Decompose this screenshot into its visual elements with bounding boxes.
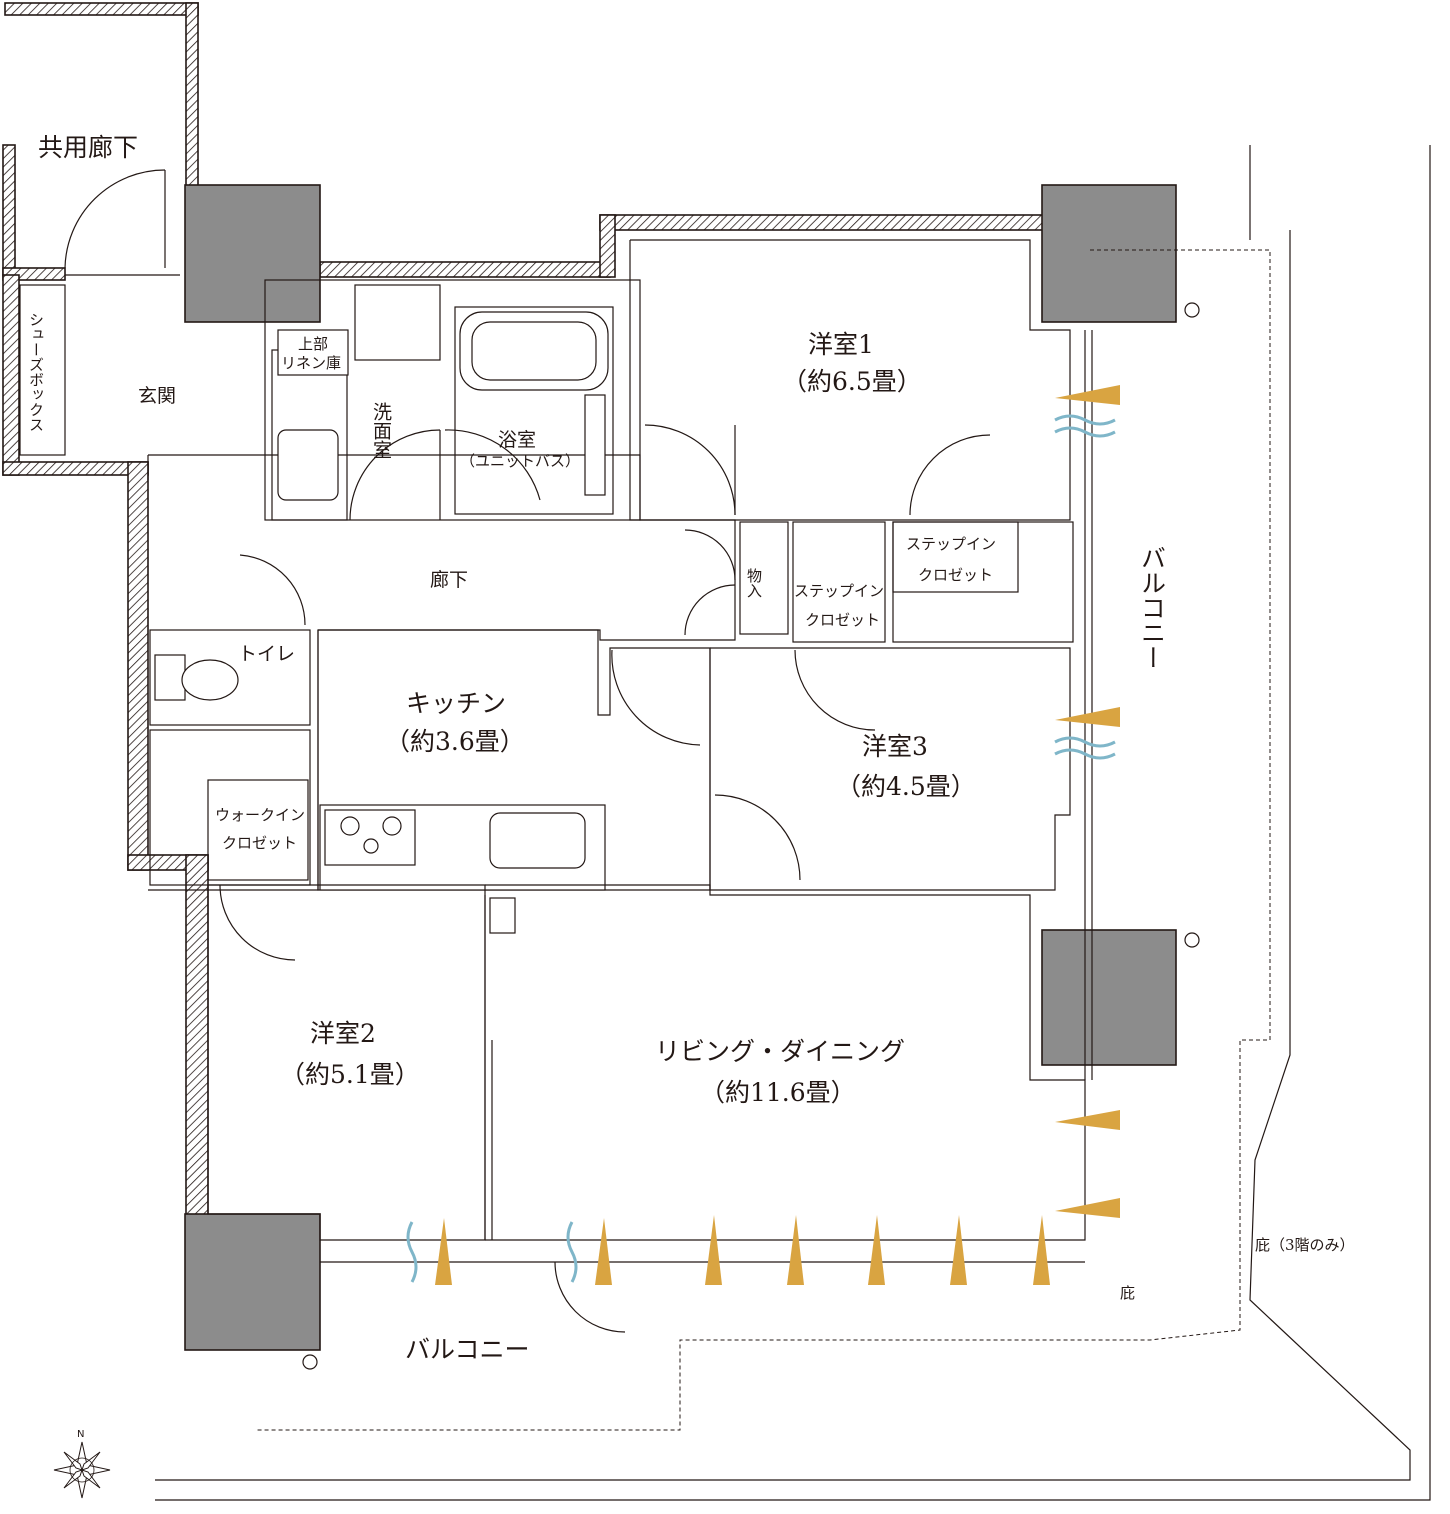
label-step-in-closet-a: ステップイン [906, 535, 996, 553]
label-living-dining: リビング・ダイニング [655, 1037, 905, 1066]
label-shoe-box: シューズボックス [27, 312, 45, 432]
label-hallway: 廊下 [430, 569, 468, 591]
stove-burner [363, 838, 379, 854]
stove-burner [382, 816, 402, 836]
label-western-1-size: （約6.5畳） [782, 367, 922, 396]
label-kitchen-size: （約3.6畳） [385, 727, 525, 756]
column [1041, 184, 1177, 323]
label-linen-bottom: リネン庫 [281, 354, 341, 372]
label-bath: 浴室 [498, 429, 536, 451]
compass-icon: N [53, 1429, 111, 1499]
label-eaves-3f: 庇（3階のみ） [1255, 1236, 1355, 1254]
label-bath-sub: （ユニットバス） [460, 452, 580, 470]
fixtures [154, 302, 1200, 1370]
label-balcony-south: バルコニー [405, 1335, 530, 1364]
label-washroom: 洗面室 [370, 402, 392, 459]
column [1041, 929, 1177, 1066]
column [184, 184, 321, 323]
label-eaves: 庇 [1120, 1284, 1135, 1302]
drain [1184, 302, 1200, 318]
label-step-in-closet-b: ステップイン [794, 582, 884, 600]
label-linen-top: 上部 [298, 335, 328, 353]
stove-burner [340, 816, 360, 836]
exterior-walls [2, 2, 1046, 1216]
ventilation-markers [406, 385, 1120, 1285]
label-kitchen: キッチン [406, 689, 506, 718]
drain [302, 1354, 318, 1370]
washbasin [277, 429, 339, 501]
label-storage: 物入 [745, 568, 763, 598]
label-walk-in-closet2: クロゼット [222, 834, 297, 852]
toilet-bowl [154, 654, 186, 701]
label-western-1: 洋室1 [808, 330, 874, 359]
label-step-in-closet-b2: クロゼット [805, 611, 880, 629]
label-western-3-size: （約4.5畳） [836, 772, 976, 801]
label-entrance: 玄関 [138, 385, 176, 407]
label-balcony-east: バルコニー [1138, 545, 1167, 670]
room-labels: 共用廊下 シューズボックス 玄関 上部 リネン庫 洗面室 浴室 （ユニットバス）… [27, 133, 1355, 1364]
label-toilet: トイレ [238, 643, 295, 665]
label-step-in-closet-a2: クロゼット [918, 566, 993, 584]
label-common-corridor: 共用廊下 [38, 133, 138, 162]
drain [1184, 932, 1200, 948]
label-living-dining-size: （約11.6畳） [700, 1078, 856, 1107]
doors [64, 169, 991, 1333]
compass-north-label: N [77, 1429, 84, 1440]
label-walk-in-closet: ウォークイン [215, 806, 305, 824]
label-western-3: 洋室3 [862, 732, 928, 761]
label-western-2-size: （約5.1畳） [280, 1060, 420, 1089]
column [184, 1213, 321, 1351]
label-western-2: 洋室2 [310, 1019, 376, 1048]
